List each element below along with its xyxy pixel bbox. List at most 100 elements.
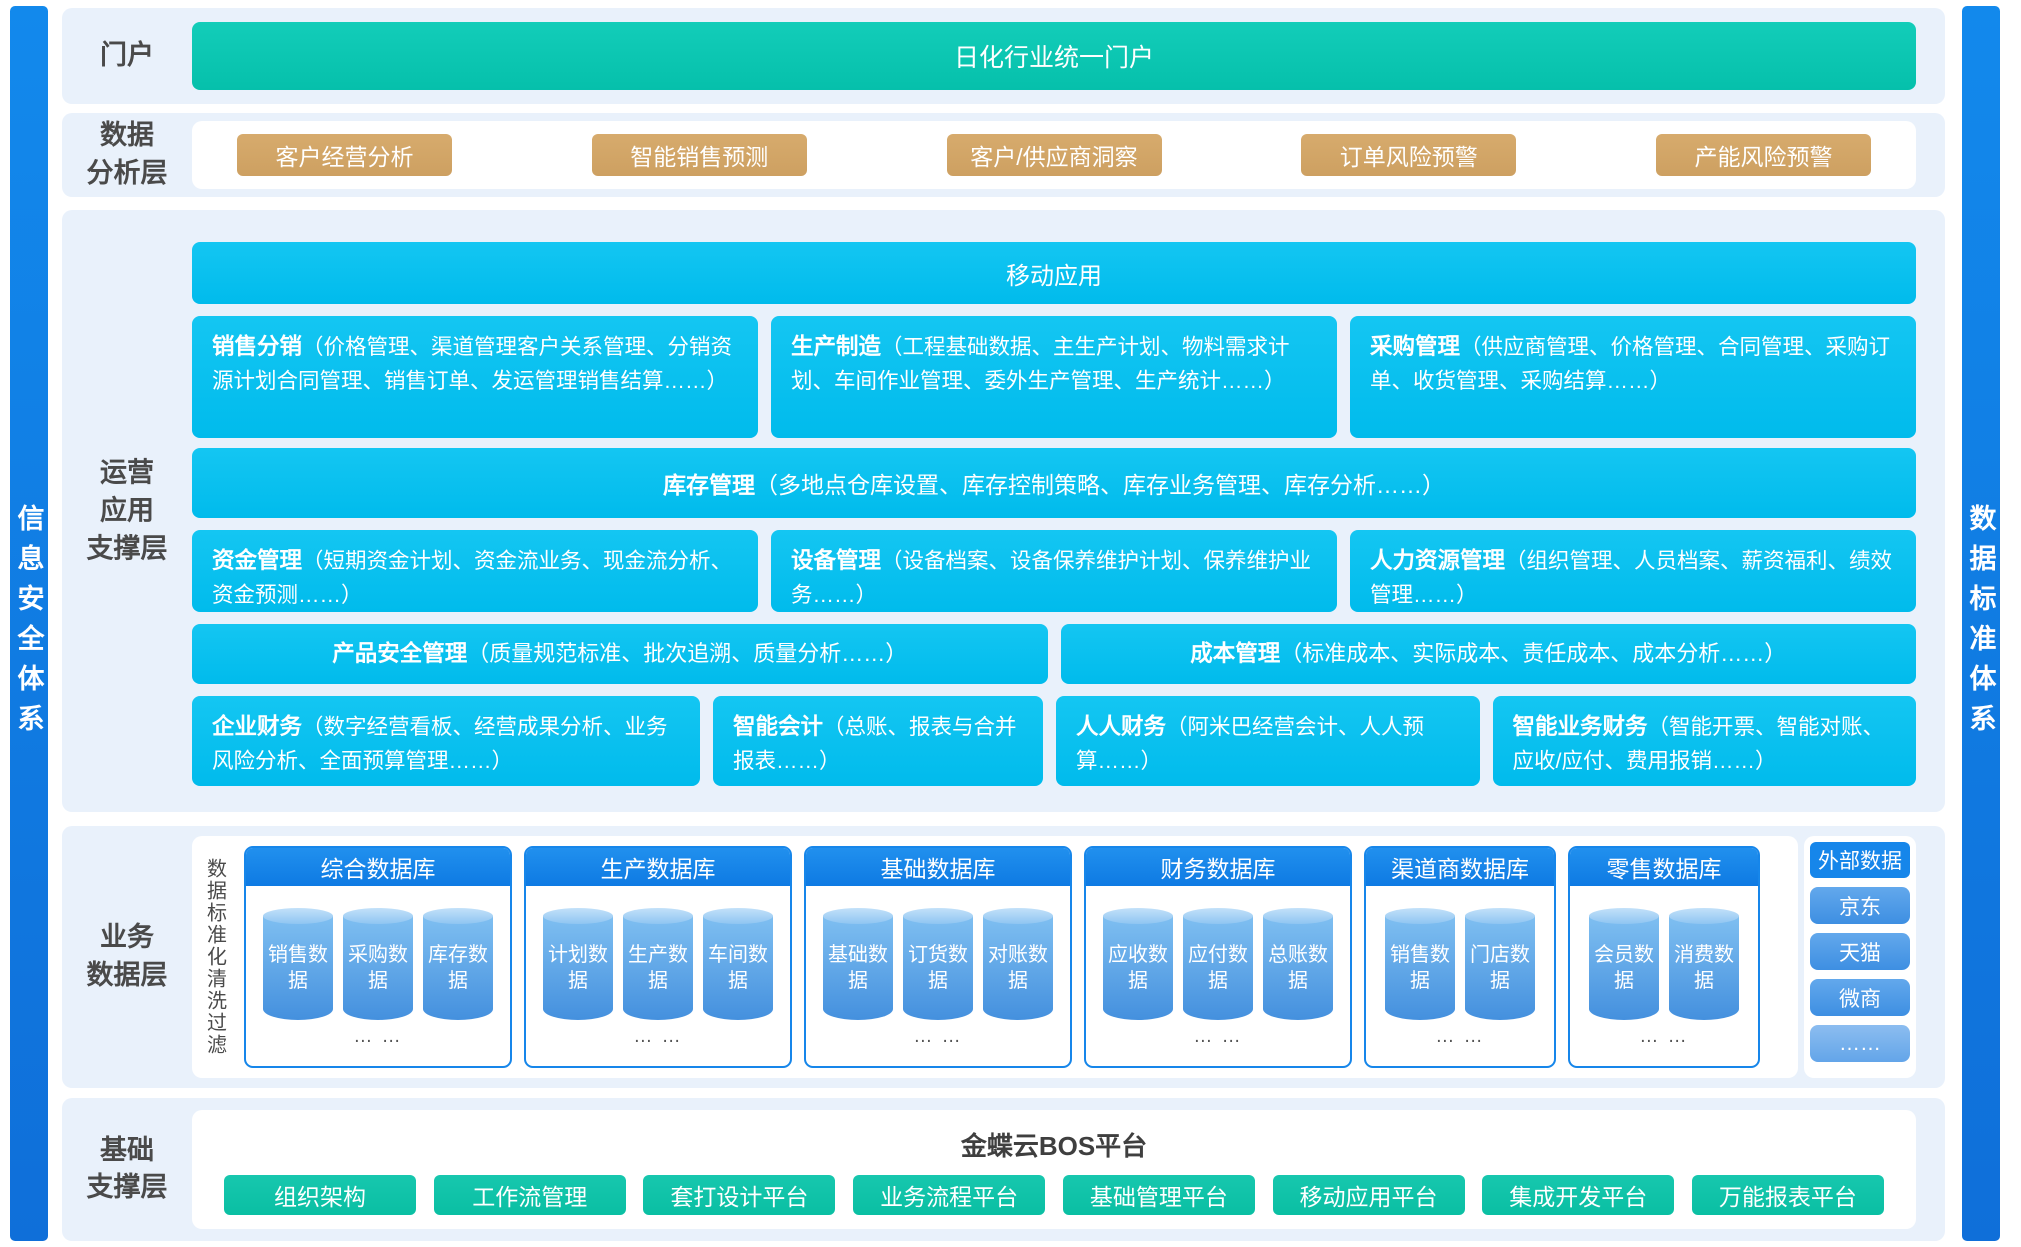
module-title: 人力资源管理: [1370, 548, 1506, 573]
more-dots: … …: [1639, 1026, 1689, 1047]
platform-item-universal-report: 万能报表平台: [1691, 1175, 1884, 1215]
analysis-item-capacity-risk: 产能风险预警: [1656, 134, 1871, 176]
db-cylinder: 对账数据: [983, 908, 1053, 1020]
data-cleaning-strip: 数据标准化清洗过滤: [203, 858, 226, 1056]
db-group-body: 销售数据 门店数据 … …: [1366, 886, 1554, 1066]
data-layer-label: 业务 数据层: [86, 922, 168, 990]
module-card-product-safety: 产品安全管理（质量规范标准、批次追溯、质量分析……）: [192, 624, 1048, 684]
db-group-production: 生产数据库 计划数据 生产数据 车间数据 … …: [524, 846, 792, 1068]
db-group-header: 生产数据库: [526, 848, 790, 886]
mobile-app-text: 移动应用: [1006, 262, 1102, 290]
analysis-layer-label: 数据 分析层: [86, 120, 168, 188]
module-desc: （供应商管理、价格管理、合同管理、采购订单、收货管理、采购结算……）: [1370, 335, 1891, 393]
platform-item-basic-mgmt: 基础管理平台: [1062, 1175, 1255, 1215]
module-desc: （质量规范标准、批次追溯、质量分析……）: [467, 640, 908, 666]
cylinder-row: 计划数据 生产数据 车间数据: [543, 908, 773, 1020]
module-title: 资金管理: [212, 548, 303, 573]
more-dots: … …: [913, 1026, 963, 1047]
module-card-smart-accounting: 智能会计（总账、报表与合并报表……）: [713, 696, 1043, 786]
analysis-section: 数据 分析层 客户经营分析 智能销售预测 客户/供应商洞察 订单风险预警 产能风…: [62, 113, 1945, 197]
db-cylinder: 车间数据: [703, 908, 773, 1020]
external-data-box: 外部数据 京东 天猫 微商 ……: [1804, 836, 1916, 1078]
analysis-item-insight: 客户/供应商洞察: [946, 134, 1162, 176]
portal-section: 门户 日化行业统一门户: [62, 8, 1945, 104]
db-cylinder: 生产数据: [623, 908, 693, 1020]
db-group-body: 会员数据 消费数据 … …: [1570, 886, 1758, 1066]
module-card-enterprise-finance: 企业财务（数字经营看板、经营成果分析、业务风险分析、全面预算管理……）: [192, 696, 700, 786]
platform-item-org: 组织架构: [224, 1175, 416, 1215]
db-cylinder: 订货数据: [903, 908, 973, 1020]
db-group-header: 基础数据库: [806, 848, 1070, 886]
db-group-header: 渠道商数据库: [1366, 848, 1554, 886]
portal-layer-label: 门户: [100, 40, 154, 71]
module-card-production: 生产制造（工程基础数据、主生产计划、物料需求计划、车间作业管理、委外生产管理、生…: [771, 316, 1337, 438]
platform-item-workflow: 工作流管理: [433, 1175, 626, 1215]
module-desc: （多地点仓库设置、库存控制策略、库存业务管理、库存分析……）: [755, 472, 1445, 498]
db-group-body: 计划数据 生产数据 车间数据 … …: [526, 886, 790, 1066]
db-cylinder: 销售数据: [1385, 908, 1455, 1020]
module-card-equipment: 设备管理（设备档案、设备保养维护计划、保养维护业务……）: [771, 530, 1337, 612]
platform-item-mobile-app: 移动应用平台: [1272, 1175, 1465, 1215]
db-cylinder: 应收数据: [1103, 908, 1173, 1020]
module-card-hr: 人力资源管理（组织管理、人员档案、薪资福利、绩效管理……）: [1350, 530, 1916, 612]
db-cylinder: 计划数据: [543, 908, 613, 1020]
foundation-layer-label: 基础 支撑层: [86, 1134, 168, 1203]
external-item-more: ……: [1810, 1025, 1910, 1062]
module-desc: （组织管理、人员档案、薪资福利、绩效管理……）: [1370, 549, 1893, 607]
bos-platform-title: 金蝶云BOS平台: [960, 1131, 1148, 1161]
db-cylinder: 采购数据: [343, 908, 413, 1020]
unified-portal-text: 日化行业统一门户: [953, 44, 1154, 72]
operations-row-2: 资金管理（短期资金计划、资金流业务、现金流分析、资金预测……） 设备管理（设备档…: [192, 530, 1916, 612]
operations-row-3: 产品安全管理（质量规范标准、批次追溯、质量分析……） 成本管理（标准成本、实际成…: [192, 624, 1916, 684]
foundation-section: 基础 支撑层 金蝶云BOS平台 组织架构 工作流管理 套打设计平台 业务流程平台…: [62, 1098, 1945, 1241]
db-group-header: 零售数据库: [1570, 848, 1758, 886]
db-cylinder: 会员数据: [1589, 908, 1659, 1020]
cylinder-row: 销售数据 门店数据: [1385, 908, 1535, 1020]
module-title: 智能会计: [733, 714, 824, 739]
module-title: 设备管理: [791, 548, 882, 573]
db-group-basic: 基础数据库 基础数据 订货数据 对账数据 … …: [804, 846, 1072, 1068]
data-standard-sidebar: 数据标准体系: [1962, 6, 2000, 1241]
analysis-item-customer-analysis: 客户经营分析: [237, 134, 452, 176]
cylinder-row: 应收数据 应付数据 总账数据: [1103, 908, 1333, 1020]
module-title: 生产制造: [791, 334, 882, 359]
module-card-inventory: 库存管理（多地点仓库设置、库存控制策略、库存业务管理、库存分析……）: [192, 448, 1916, 518]
more-dots: … …: [1193, 1026, 1243, 1047]
more-dots: … …: [1435, 1026, 1485, 1047]
more-dots: … …: [633, 1026, 683, 1047]
operations-row-1: 销售分销（价格管理、渠道管理客户关系管理、分销资源计划合同管理、销售订单、发运管…: [192, 316, 1916, 438]
analysis-item-sales-forecast: 智能销售预测: [591, 134, 807, 176]
db-group-comprehensive: 综合数据库 销售数据 采购数据 库存数据 … …: [244, 846, 512, 1068]
external-data-header: 外部数据: [1810, 842, 1910, 878]
module-desc: （智能开票、智能对账、应收/应付、费用报销……）: [1512, 715, 1885, 773]
external-item-tmall: 天猫: [1810, 933, 1910, 970]
module-card-cost: 成本管理（标准成本、实际成本、责任成本、成本分析……）: [1060, 624, 1916, 684]
module-card-procurement: 采购管理（供应商管理、价格管理、合同管理、采购订单、收货管理、采购结算……）: [1350, 316, 1916, 438]
module-text: 成本管理（标准成本、实际成本、责任成本、成本分析……）: [1190, 637, 1786, 672]
db-group-header: 综合数据库: [246, 848, 510, 886]
module-text: 库存管理（多地点仓库设置、库存控制策略、库存业务管理、库存分析……）: [663, 466, 1445, 500]
db-group-body: 基础数据 订货数据 对账数据 … …: [806, 886, 1070, 1066]
analysis-box: 客户经营分析 智能销售预测 客户/供应商洞察 订单风险预警 产能风险预警: [192, 121, 1916, 189]
module-card-everyone-finance: 人人财务（阿米巴经营会计、人人预算……）: [1056, 696, 1480, 786]
module-title: 产品安全管理: [332, 640, 468, 666]
module-desc: （价格管理、渠道管理客户关系管理、分销资源计划合同管理、销售订单、发运管理销售结…: [212, 335, 733, 393]
external-item-jd: 京东: [1810, 887, 1910, 924]
db-cylinder: 门店数据: [1465, 908, 1535, 1020]
db-group-body: 销售数据 采购数据 库存数据 … …: [246, 886, 510, 1066]
module-title: 企业财务: [212, 714, 303, 739]
db-group-finance: 财务数据库 应收数据 应付数据 总账数据 … …: [1084, 846, 1352, 1068]
db-cylinder: 基础数据: [823, 908, 893, 1020]
module-card-funds: 资金管理（短期资金计划、资金流业务、现金流分析、资金预测……）: [192, 530, 758, 612]
db-cylinder: 总账数据: [1263, 908, 1333, 1020]
db-group-retail: 零售数据库 会员数据 消费数据 … …: [1568, 846, 1760, 1068]
db-cylinder: 库存数据: [423, 908, 493, 1020]
module-desc: （阿米巴经营会计、人人预算……）: [1076, 715, 1425, 773]
database-box: 数据标准化清洗过滤 综合数据库 销售数据 采购数据 库存数据 … … 生产数据库…: [192, 836, 1798, 1078]
operations-section: 运营 应用 支撑层 移动应用 销售分销（价格管理、渠道管理客户关系管理、分销资源…: [62, 210, 1945, 812]
module-card-smart-business-finance: 智能业务财务（智能开票、智能对账、应收/应付、费用报销……）: [1492, 696, 1916, 786]
data-layer-section: 业务 数据层 数据标准化清洗过滤 综合数据库 销售数据 采购数据 库存数据 … …: [62, 826, 1945, 1088]
module-title: 成本管理: [1190, 640, 1281, 666]
module-desc: （设备档案、设备保养维护计划、保养维护业务……）: [791, 549, 1312, 607]
db-group-channel: 渠道商数据库 销售数据 门店数据 … …: [1364, 846, 1556, 1068]
